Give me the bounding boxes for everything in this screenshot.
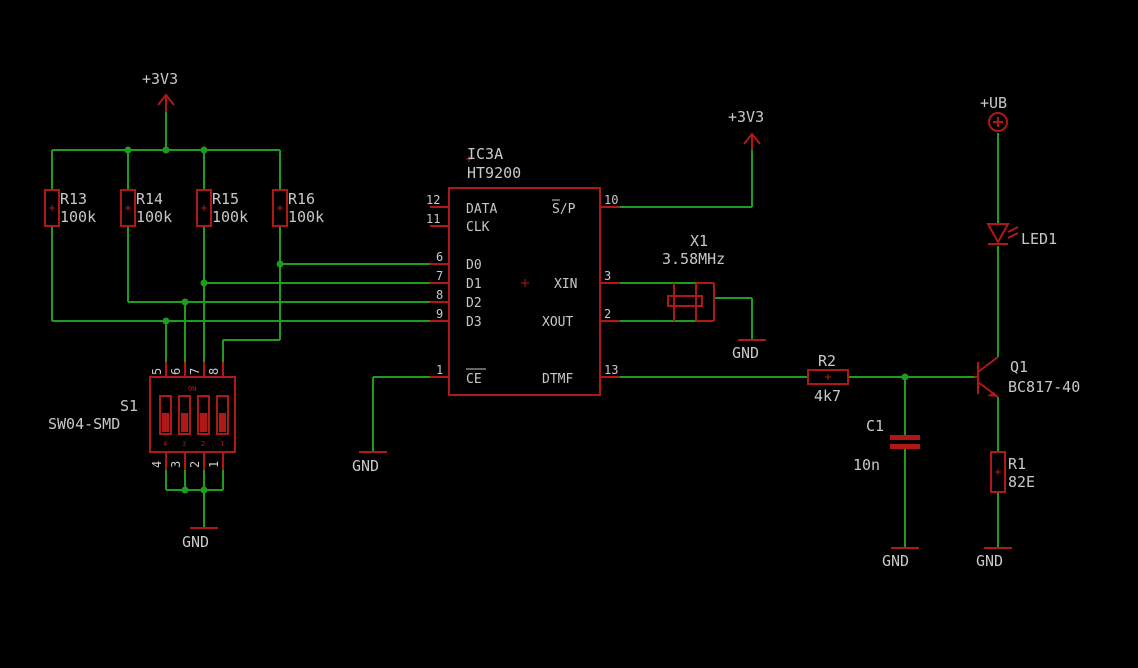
switch-inner-num: 3: [182, 440, 186, 448]
pin-number: 9: [436, 307, 443, 321]
switch-pin-number: 1: [207, 461, 221, 468]
supply-ub: +UB: [980, 94, 1008, 132]
gnd-res: GND: [976, 547, 1012, 570]
pin-label: XOUT: [542, 315, 573, 330]
gnd-label: GND: [732, 344, 759, 362]
gnd-label: GND: [182, 533, 209, 551]
ic-value: HT9200: [467, 164, 521, 182]
pin-number: 11: [426, 212, 440, 226]
transistor-value: BC817-40: [1008, 378, 1080, 396]
pin-number: 1: [436, 363, 443, 377]
pin-number: 2: [604, 307, 611, 321]
resistor-r15[interactable]: R15 100k: [196, 189, 248, 227]
pin-label: D0: [466, 258, 482, 273]
pin-number: 7: [436, 269, 443, 283]
switch-pin-number: 5: [150, 368, 164, 375]
switch-pin-number: 8: [207, 368, 221, 375]
resistor-value: 100k: [288, 208, 324, 226]
crystal-x1[interactable]: X1 3.58MHz: [662, 232, 725, 322]
resistor-r14[interactable]: R14 100k: [120, 189, 172, 227]
switch-value: SW04-SMD: [48, 415, 120, 433]
led-name: LED1: [1021, 230, 1057, 248]
supply-label: +3V3: [728, 108, 764, 126]
crystal-name: X1: [690, 232, 708, 250]
transistor-name: Q1: [1010, 358, 1028, 376]
resistor-r16[interactable]: R16 100k: [272, 189, 324, 227]
resistor-value: 100k: [212, 208, 248, 226]
switch-pin-number: 6: [169, 368, 183, 375]
resistor-name: R15: [212, 190, 239, 208]
pin-label: S/P: [552, 202, 576, 217]
switch-pin-number: 2: [188, 461, 202, 468]
gnd-xtal: GND: [732, 339, 766, 362]
capacitor-value: 10n: [853, 456, 880, 474]
supply-3v3-left: +3V3: [142, 70, 178, 112]
resistor-value: 4k7: [814, 387, 841, 405]
resistor-r13[interactable]: R13 100k: [44, 189, 96, 227]
supply-label: +3V3: [142, 70, 178, 88]
pin-number: 10: [604, 193, 618, 207]
capacitor-name: C1: [866, 417, 884, 435]
transistor-q1[interactable]: Q1 BC817-40: [974, 356, 1080, 398]
gnd-label: GND: [352, 457, 379, 475]
dip-switch-s1[interactable]: ON 4 3 2 1 5 6 7 8 4 3 2 1 S1 SW04-SMD: [48, 362, 236, 470]
switch-inner-num: 1: [220, 440, 224, 448]
gnd-label: GND: [882, 552, 909, 570]
wires: [51, 95, 999, 548]
supply-3v3-right: +3V3: [728, 108, 764, 150]
pin-label: CLK: [466, 220, 490, 235]
pin-label: DTMF: [542, 372, 573, 387]
gnd-ce: GND: [352, 451, 387, 475]
led-led1[interactable]: LED1: [986, 223, 1057, 248]
supply-label: +UB: [980, 94, 1007, 112]
pin-label: XIN: [554, 277, 577, 292]
ic-ht9200[interactable]: IC3A HT9200 12 DATA 11 CLK 6 D0 7 D1 8 D…: [426, 145, 620, 396]
resistor-name: R13: [60, 190, 87, 208]
pin-number: 8: [436, 288, 443, 302]
resistor-value: 82E: [1008, 473, 1035, 491]
switch-pin-number: 3: [169, 461, 183, 468]
gnd-cap: GND: [882, 547, 919, 570]
crystal-value: 3.58MHz: [662, 250, 725, 268]
gnd-dip: GND: [182, 527, 218, 551]
capacitor-c1[interactable]: C1 10n: [853, 417, 920, 474]
resistor-name: R14: [136, 190, 163, 208]
resistor-r1[interactable]: R1 82E: [990, 451, 1035, 493]
pin-label: D2: [466, 296, 482, 311]
pin-label: D3: [466, 315, 482, 330]
resistor-name: R2: [818, 352, 836, 370]
switch-pin-number: 7: [188, 368, 202, 375]
gnd-label: GND: [976, 552, 1003, 570]
pin-label: DATA: [466, 202, 497, 217]
pin-label: D1: [466, 277, 482, 292]
resistor-value: 100k: [60, 208, 96, 226]
switch-on-label: ON: [188, 385, 196, 393]
pin-number: 12: [426, 193, 440, 207]
switch-name: S1: [120, 397, 138, 415]
switch-pin-number: 4: [150, 461, 164, 468]
pin-number: 3: [604, 269, 611, 283]
switch-inner-num: 2: [201, 440, 205, 448]
pin-label: CE: [466, 372, 482, 387]
resistor-value: 100k: [136, 208, 172, 226]
resistor-name: R1: [1008, 455, 1026, 473]
pin-number: 13: [604, 363, 618, 377]
resistor-r2[interactable]: R2 4k7: [807, 352, 849, 405]
pin-number: 6: [436, 250, 443, 264]
ic-name: IC3A: [467, 145, 503, 163]
resistor-name: R16: [288, 190, 315, 208]
switch-inner-num: 4: [163, 440, 167, 448]
